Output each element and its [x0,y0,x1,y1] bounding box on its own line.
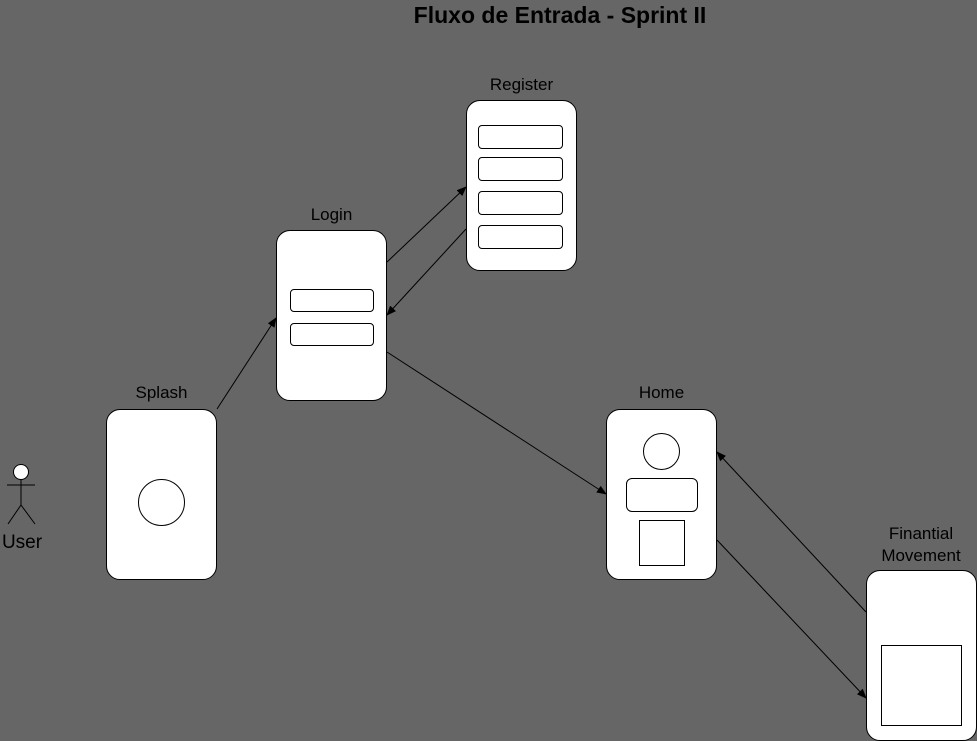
register-input-field [478,225,563,249]
flow-arrow-home-to-financial [716,539,867,699]
register-input-field [478,191,563,215]
flow-arrow-register-to-login [386,228,467,316]
screen-label-home: Home [638,383,685,402]
login-input-field [290,323,374,346]
flow-arrow-splash-to-login [216,317,277,410]
screen-label-register: Register [489,75,554,94]
flow-arrow-financial-to-home [716,451,867,613]
home-content-square [639,520,685,566]
flow-arrow-login-to-home [386,351,607,495]
screen-register [466,100,577,271]
flow-arrow-login-to-register [386,186,467,263]
screen-splash [106,409,217,580]
screen-login [276,230,387,401]
home-balance-box [626,478,698,512]
register-input-field [478,125,563,149]
home-avatar-circle [643,433,680,470]
login-input-field [290,289,374,312]
user-actor-icon [7,464,36,525]
actor-label-user: User [1,532,43,553]
splash-logo-circle [138,479,185,526]
screen-label-financial-movement: Finantial Movement [856,523,977,567]
screen-label-financial-line1: Finantial [888,524,954,543]
screen-home [606,409,717,580]
register-input-field [478,157,563,181]
diagram-title: Fluxo de Entrada - Sprint II [413,2,707,28]
screen-label-splash: Splash [135,383,188,402]
screen-label-financial-line2: Movement [881,546,961,565]
financial-content-square [881,645,962,726]
screen-label-login: Login [310,205,353,224]
